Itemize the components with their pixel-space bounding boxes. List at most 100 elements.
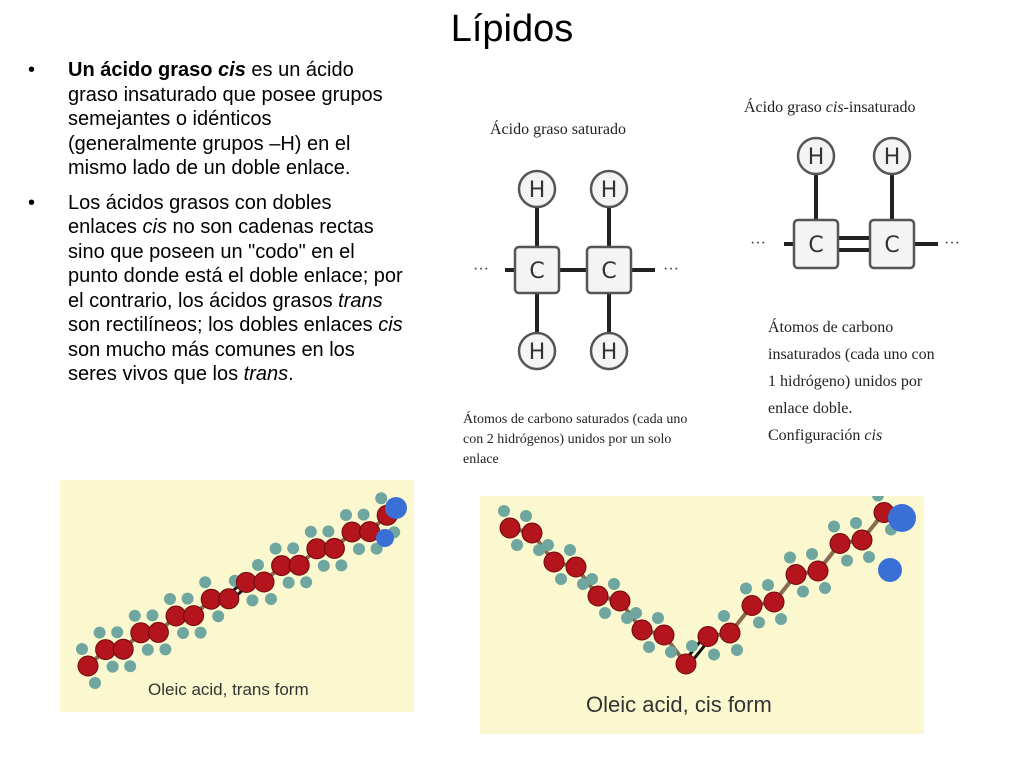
hydrogen-atom <box>731 644 743 656</box>
hydrogen-atom <box>863 551 875 563</box>
hydrogen-atom <box>564 544 576 556</box>
hydrogen-atom <box>106 660 119 673</box>
hydrogen-atom <box>665 646 677 658</box>
carbon-atom <box>543 551 565 573</box>
hydrogen-atom <box>76 643 88 655</box>
bullet-1-strong: Un ácido graso cis <box>68 59 246 81</box>
left-ellipsis: ··· <box>750 235 766 252</box>
bullet-dot: • <box>28 191 36 214</box>
carbon-atom <box>499 517 521 539</box>
carbon-atom <box>565 556 587 578</box>
bullet-1-text: es un ácido graso insaturado que posee g… <box>68 59 383 179</box>
hydrogen-label: H <box>601 178 618 203</box>
oxygen-atom <box>878 558 902 582</box>
hydrogen-atom <box>353 543 365 555</box>
cis-model: Oleic acid, cis form <box>480 496 924 734</box>
hydrogen-atom <box>111 626 124 639</box>
carbon-atom <box>675 653 697 675</box>
carbon-atom <box>147 621 169 643</box>
carbon-atom <box>763 591 785 613</box>
hydrogen-atom <box>177 627 189 639</box>
hydrogen-atom <box>872 496 884 502</box>
carbon-atom <box>829 533 851 554</box>
hydrogen-atom <box>93 626 106 639</box>
hydrogen-atom <box>287 542 300 555</box>
hydrogen-atom <box>850 517 862 529</box>
hydrogen-atom <box>252 559 264 571</box>
right-ellipsis: ··· <box>944 235 960 252</box>
carbon-atom <box>851 529 873 551</box>
carbon-atom <box>95 639 117 661</box>
carbon-label: C <box>808 233 823 258</box>
bullet-2: • Los ácidos grasos con dobles enlaces c… <box>28 191 403 386</box>
hydrogen-atom <box>212 610 225 623</box>
cis-molecule <box>498 496 916 675</box>
trans-caption: Oleic acid, trans form <box>148 680 309 699</box>
hydrogen-atom <box>146 609 159 622</box>
carbon-atom <box>521 522 543 544</box>
slide-title: Lípidos <box>450 8 574 50</box>
hydrogen-atom <box>819 582 831 594</box>
carbon-atom <box>323 537 345 559</box>
hydrogen-atom <box>269 542 282 555</box>
carbon-atom <box>341 521 363 543</box>
cis-heading: Ácido graso cis-insaturado <box>744 99 916 116</box>
oxygen-atom <box>385 497 407 519</box>
hydrogen-atom <box>784 551 796 564</box>
carbon-atom <box>653 624 675 646</box>
hydrogen-atom <box>317 559 330 572</box>
hydrogen-atom <box>740 582 752 595</box>
hydrogen-atom <box>164 593 176 605</box>
carbon-atom <box>218 588 240 610</box>
hydrogen-atom <box>335 559 348 572</box>
hydrogen-atom <box>599 607 611 619</box>
hydrogen-atom <box>375 492 388 505</box>
saturated-diagram: Ácido graso saturado ··· ··· C C H H H <box>455 110 715 475</box>
carbon-atom <box>306 538 328 560</box>
carbon-atom <box>112 638 134 660</box>
hydrogen-atom <box>520 510 532 522</box>
oxygen-atom <box>376 529 394 547</box>
hydrogen-atom <box>806 548 818 560</box>
hydrogen-atom <box>141 643 154 656</box>
hydrogen-atom <box>643 641 655 653</box>
hydrogen-atom <box>246 594 259 607</box>
hydrogen-atom <box>555 573 567 585</box>
hydrogen-atom <box>300 576 313 589</box>
carbon-label: C <box>884 233 899 258</box>
hydrogen-atom <box>128 609 141 622</box>
carbon-atom <box>288 554 310 576</box>
carbon-label: C <box>601 259 616 284</box>
hydrogen-atom <box>159 643 172 656</box>
hydrogen-atom <box>322 525 335 538</box>
hydrogen-label: H <box>529 178 546 203</box>
trans-molecule <box>76 492 407 689</box>
carbon-atom <box>785 564 807 585</box>
hydrogen-atom <box>841 554 853 567</box>
carbon-label: C <box>529 259 544 284</box>
carbon-atom <box>807 560 829 582</box>
hydrogen-atom <box>194 626 207 639</box>
carbon-atom <box>271 555 293 577</box>
hydrogen-atom <box>181 592 194 605</box>
hydrogen-atom <box>89 677 101 689</box>
bullet-dot: • <box>28 59 36 81</box>
hydrogen-label: H <box>884 145 901 170</box>
hydrogen-atom <box>630 607 642 619</box>
hydrogen-atom <box>718 610 730 622</box>
cis-caption: Átomos de carbono insaturados (cada uno … <box>768 319 935 444</box>
hydrogen-atom <box>124 660 137 673</box>
carbon-atom <box>631 619 653 641</box>
hydrogen-atom <box>828 520 840 533</box>
hydrogen-atom <box>199 576 212 589</box>
bullet-list: • Un ácido graso cis es un ácido graso i… <box>28 58 403 397</box>
carbon-atom <box>200 588 222 610</box>
saturated-structure: ··· ··· C C H H H H <box>473 169 679 371</box>
hydrogen-atom <box>498 505 510 517</box>
hydrogen-atom <box>797 585 809 598</box>
hydrogen-atom <box>577 578 589 590</box>
carbon-atom <box>697 626 719 647</box>
carbon-atom <box>235 571 257 593</box>
hydrogen-atom <box>762 579 774 591</box>
hydrogen-atom <box>542 539 554 551</box>
